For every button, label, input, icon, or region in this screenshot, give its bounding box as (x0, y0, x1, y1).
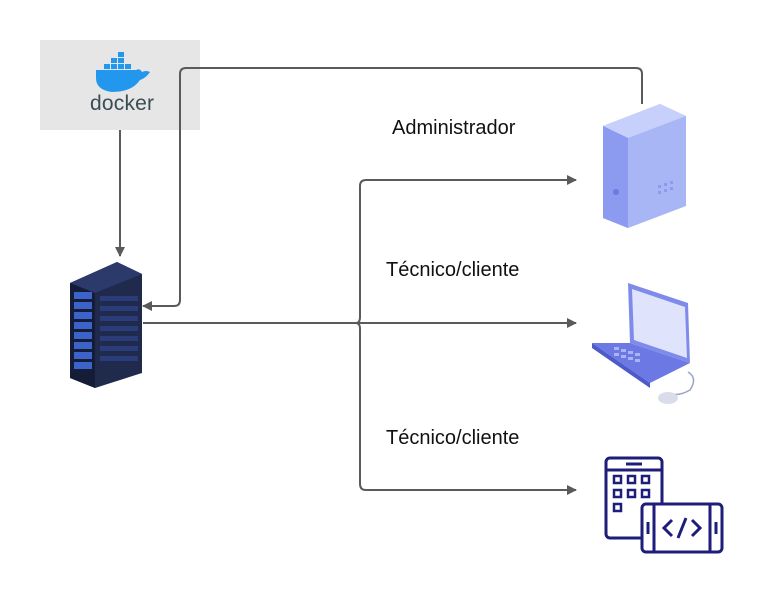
docker-logo-icon (96, 52, 150, 92)
laptop-icon (592, 283, 695, 404)
label-client-mobile: Técnico/cliente (386, 427, 520, 449)
label-client-laptop: Técnico/cliente (386, 259, 520, 281)
desktop-tower-icon (603, 104, 686, 228)
label-admin: Administrador (392, 117, 516, 139)
arrow-to-desktop (355, 175, 577, 324)
mobile-tablet-code-icon (604, 456, 724, 554)
arrow-to-mobile (355, 322, 577, 495)
connectors (115, 67, 643, 495)
server-rack-icon (70, 262, 142, 388)
docker-wordmark: docker (90, 92, 155, 115)
arrow-desktop-to-server (142, 67, 643, 311)
